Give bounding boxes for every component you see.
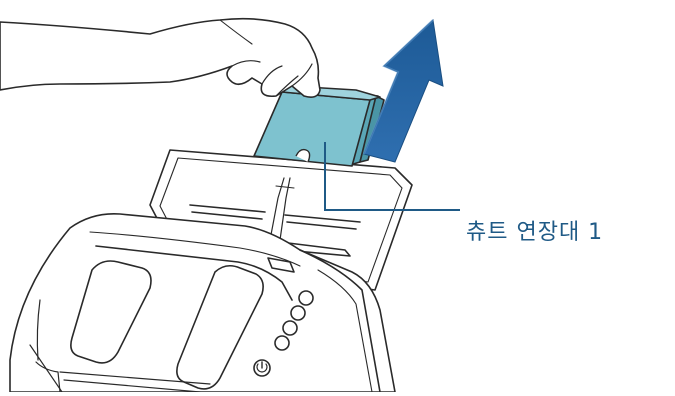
hand — [0, 19, 320, 97]
up-arrow-icon — [364, 20, 443, 162]
button-2 — [291, 306, 305, 320]
button-1 — [299, 291, 313, 305]
chute-extension-label: 츄트 연장대 1 — [466, 222, 603, 244]
scanner-body — [10, 150, 412, 392]
button-3 — [283, 321, 297, 335]
button-4 — [275, 336, 289, 350]
